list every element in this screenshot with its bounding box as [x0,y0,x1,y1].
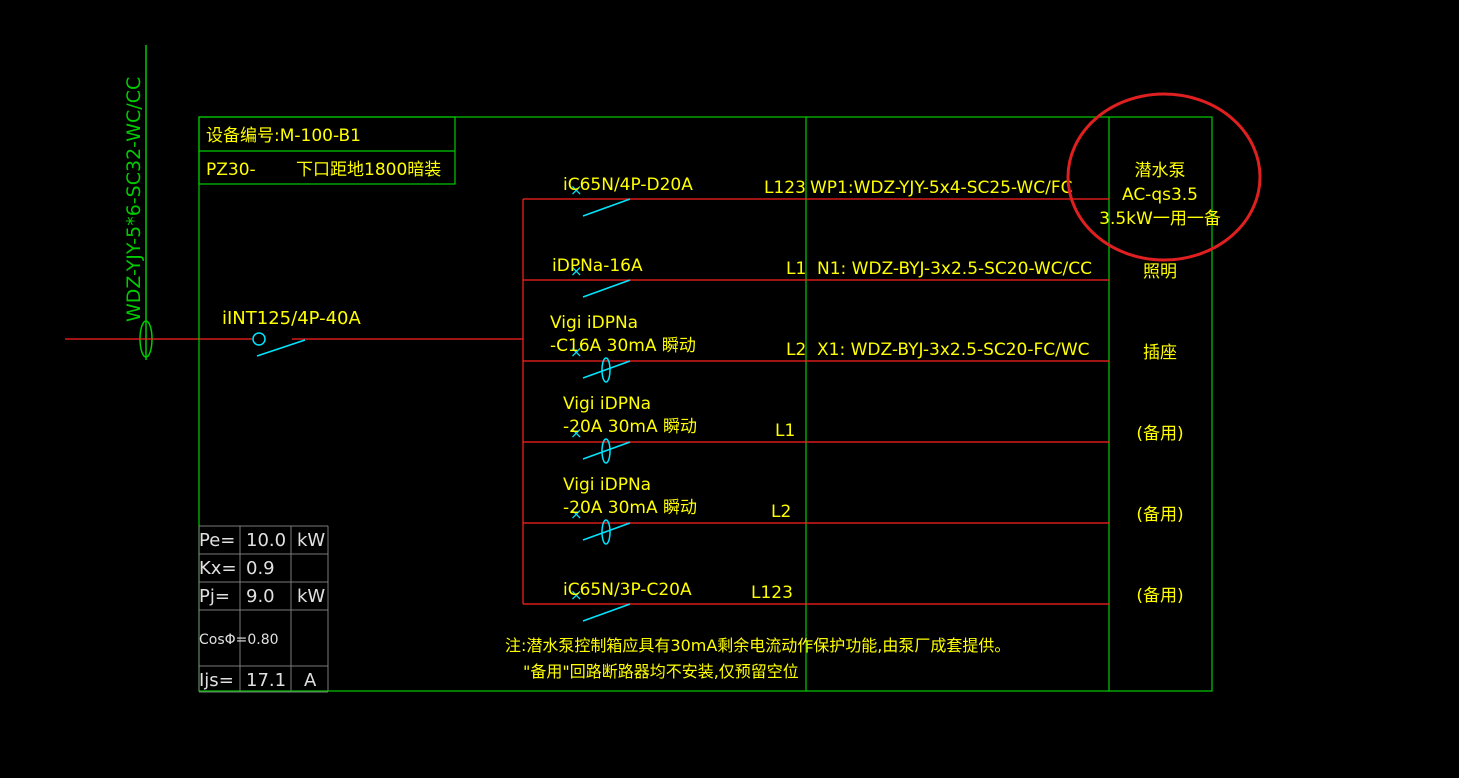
breaker-blade [582,198,631,217]
breaker-label: Vigi iDPNa [563,394,651,414]
breaker-label: iDPNa-16A [552,256,643,276]
phase-label: L1 [775,421,795,441]
param-value: 0.9 [246,558,275,579]
breaker-label: Vigi iDPNa [563,475,651,495]
param-value: 10.0 [246,530,286,551]
cable-label: X1: WDZ-BYJ-3x2.5-SC20-FC/WC [817,340,1090,360]
param-name: Pe= [199,530,235,551]
breaker-label: iC65N/4P-D20A [563,175,693,195]
load-label: 3.5kW一用一备 [1099,209,1221,229]
load-label: 照明 [1143,262,1177,282]
breaker-blade [582,441,631,460]
load-label: AC-qs3.5 [1122,185,1198,205]
incoming-cable-label: WDZ-YJY-5*6-SC32-WC/CC [123,77,145,322]
load-label: (备用) [1136,505,1183,525]
rcd-ct-icon [601,438,611,464]
breaker-blade [582,279,631,298]
rcd-ct-icon [601,519,611,545]
breaker-trip-x-icon: × [570,505,583,523]
param-unit: kW [297,530,325,551]
cable-label: N1: WDZ-BYJ-3x2.5-SC20-WC/CC [817,259,1092,279]
cable-label: WP1:WDZ-YJY-5x4-SC25-WC/FC [810,178,1073,198]
breaker-label-rating: -20A 30mA 瞬动 [563,498,697,518]
breaker-label-rating: -20A 30mA 瞬动 [563,417,697,437]
phase-label: L2 [771,502,791,522]
panel-frame [198,116,1213,692]
panel-device-no: 设备编号:M-100-B1 [206,126,361,146]
breaker-label: Vigi iDPNa [550,313,638,333]
breaker-trip-x-icon: × [570,343,583,361]
param-name: CosΦ=0.80 [199,632,279,648]
breaker-blade [582,360,631,379]
phase-label: L1 [786,259,806,279]
param-value: 17.1 [246,670,286,691]
breaker-trip-x-icon: × [570,262,583,280]
phase-label: L123 [751,583,793,603]
param-name: Kx= [199,558,237,579]
param-name: Ijs= [199,670,234,691]
load-label: (备用) [1136,424,1183,444]
note-line-1: 注:潜水泵控制箱应具有30mA剩余电流动作保护功能,由泵厂成套提供。 [505,636,1010,655]
note-line-2: "备用"回路断路器均不安装,仅预留空位 [523,662,799,681]
breaker-label-rating: -C16A 30mA 瞬动 [550,336,696,356]
breaker-trip-x-icon: × [570,586,583,604]
rcd-ct-icon [601,357,611,383]
panel-mounting: 下口距地1800暗装 [296,160,441,180]
phase-label: L123 [764,178,806,198]
breaker-blade [582,603,631,622]
phase-label: L2 [786,340,806,360]
load-label: 潜水泵 [1135,161,1186,181]
main-breaker-blade [256,339,306,357]
param-unit: A [304,670,317,691]
breaker-label: iC65N/3P-C20A [563,580,692,600]
load-label: 插座 [1143,343,1177,363]
panel-model: PZ30- [206,160,256,180]
highlight-circle [1066,92,1262,262]
breaker-trip-x-icon: × [570,424,583,442]
param-unit: kW [297,586,325,607]
load-label: (备用) [1136,586,1183,606]
breaker-blade [582,522,631,541]
breaker-trip-x-icon: × [570,181,583,199]
main-breaker-contact-icon [252,332,266,346]
param-value: 9.0 [246,586,275,607]
main-breaker-label: iINT125/4P-40A [222,308,362,329]
param-name: Pj= [199,586,230,607]
